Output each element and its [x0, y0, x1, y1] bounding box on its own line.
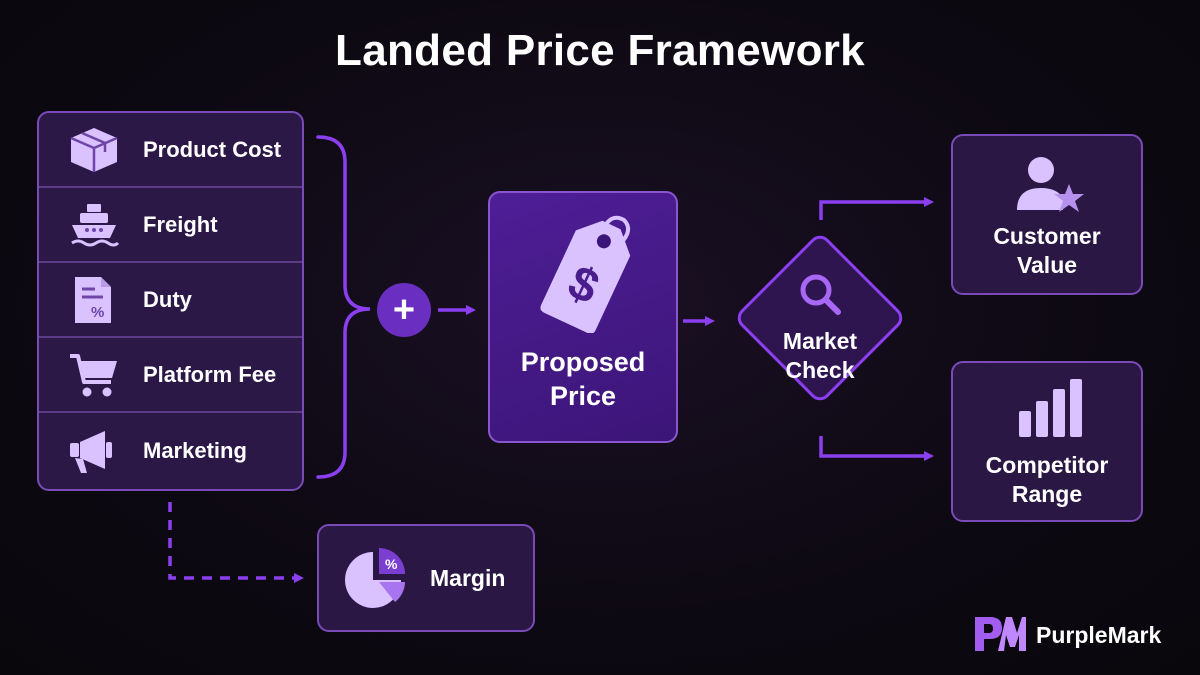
margin-label: Margin	[430, 565, 506, 591]
cost-item-platform-fee: Platform Fee	[39, 338, 302, 413]
competitor-range-node: Competitor Range	[951, 361, 1143, 522]
cart-icon	[67, 350, 125, 400]
cost-components-list: Product Cost Freight % Duty	[37, 111, 304, 491]
market-check-label: Market Check	[782, 328, 858, 383]
customer-value-node: Customer Value	[951, 134, 1143, 295]
proposed-price-label: Proposed Price	[520, 347, 646, 411]
cost-item-duty: % Duty	[39, 263, 302, 338]
dashed-arrow-to-margin	[168, 502, 304, 583]
arrow-to-competitor	[819, 436, 934, 461]
box-icon	[67, 125, 125, 175]
margin-node: % Margin	[317, 524, 535, 632]
proposed-price-node: $ Proposed Price	[488, 191, 678, 443]
cost-item-label: Freight	[143, 211, 218, 237]
cost-item-product-cost: Product Cost	[39, 113, 302, 188]
cost-item-freight: Freight	[39, 188, 302, 263]
customer-value-label: Customer Value	[993, 223, 1101, 278]
cost-item-label: Product Cost	[143, 136, 282, 162]
sum-operator: +	[377, 283, 431, 337]
cost-item-label: Platform Fee	[143, 361, 277, 387]
arrow-to-customer	[819, 197, 934, 220]
brand-logo: PurpleMark	[972, 613, 1161, 658]
megaphone-icon	[67, 426, 125, 476]
user-star-icon	[1015, 154, 1087, 221]
price-tag-icon: $	[530, 208, 640, 338]
svg-text:%: %	[91, 304, 104, 321]
document-percent-icon: %	[67, 275, 125, 325]
purplemark-logo-icon	[972, 613, 1028, 658]
bar-chart-icon	[1017, 377, 1083, 444]
cost-item-marketing: Marketing	[39, 413, 302, 488]
cost-item-label: Duty	[143, 286, 192, 312]
cost-item-label: Marketing	[143, 437, 247, 463]
pie-percent-icon: %	[343, 546, 413, 617]
market-check-diamond	[737, 235, 903, 401]
grouping-bracket	[316, 135, 371, 479]
magnifier-icon	[800, 274, 841, 315]
svg-text:%: %	[385, 556, 398, 572]
page-title: Landed Price Framework	[335, 26, 865, 75]
competitor-range-label: Competitor Range	[985, 452, 1109, 507]
brand-name: PurpleMark	[1036, 622, 1162, 648]
ship-icon	[67, 200, 125, 250]
